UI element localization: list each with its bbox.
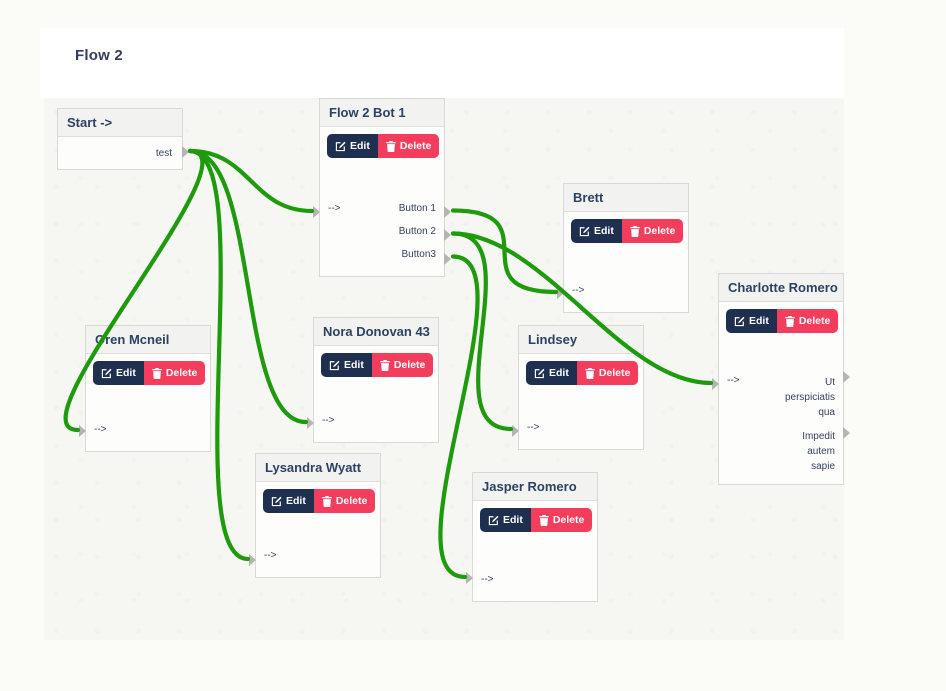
node-jasper-title[interactable]: Jasper Romero bbox=[473, 473, 597, 501]
trash-icon bbox=[539, 514, 549, 526]
trash-icon bbox=[322, 495, 332, 507]
node-actions: Edit Delete bbox=[314, 346, 438, 379]
pencil-square-icon bbox=[534, 368, 545, 379]
edit-button[interactable]: Edit bbox=[480, 508, 531, 532]
node-flow2bot1-title[interactable]: Flow 2 Bot 1 bbox=[320, 99, 444, 127]
trash-icon bbox=[785, 315, 795, 327]
output-label-button1: Button 1 bbox=[398, 203, 436, 214]
input-label: --> bbox=[94, 424, 107, 435]
node-charlotte-title[interactable]: Charlotte Romero bbox=[719, 274, 843, 302]
delete-button[interactable]: Delete bbox=[371, 353, 434, 377]
output-port-test[interactable] bbox=[182, 146, 189, 158]
node-lysandra-title[interactable]: Lysandra Wyatt bbox=[256, 454, 380, 482]
output-port-impedit[interactable] bbox=[843, 427, 850, 439]
edit-button[interactable]: Edit bbox=[526, 361, 577, 385]
trash-icon bbox=[380, 359, 390, 371]
input-port[interactable] bbox=[557, 287, 564, 299]
node-actions: Edit Delete bbox=[519, 354, 643, 387]
pencil-square-icon bbox=[488, 515, 499, 526]
input-port[interactable] bbox=[79, 425, 86, 437]
delete-button[interactable]: Delete bbox=[621, 219, 684, 243]
pencil-square-icon bbox=[734, 316, 745, 327]
edit-button[interactable]: Edit bbox=[327, 134, 378, 158]
output-port-button1[interactable] bbox=[444, 206, 451, 218]
node-actions: Edit Delete bbox=[564, 212, 688, 245]
input-port[interactable] bbox=[307, 417, 314, 429]
output-port-button3[interactable] bbox=[444, 253, 451, 265]
node-charlotte-romero[interactable]: Charlotte Romero Edit Delete --> Ut pers… bbox=[712, 273, 850, 485]
node-actions: Edit Delete bbox=[320, 127, 444, 160]
page-title: Flow 2 bbox=[75, 47, 123, 64]
node-actions: Edit Delete bbox=[473, 501, 597, 534]
pencil-square-icon bbox=[335, 141, 346, 152]
output-label-ut-perspiciatis: Ut perspiciatis qua bbox=[784, 377, 835, 418]
node-start-title[interactable]: Start -> bbox=[58, 109, 182, 137]
trash-icon bbox=[386, 140, 396, 152]
node-jasper-romero[interactable]: Jasper Romero Edit Delete --> bbox=[466, 472, 598, 602]
delete-button[interactable]: Delete bbox=[313, 489, 376, 513]
delete-button[interactable]: Delete bbox=[530, 508, 593, 532]
pencil-square-icon bbox=[101, 368, 112, 379]
input-label: --> bbox=[527, 422, 540, 433]
node-actions: Edit Delete bbox=[256, 482, 380, 515]
pencil-square-icon bbox=[579, 226, 590, 237]
edit-button[interactable]: Edit bbox=[93, 361, 144, 385]
input-port[interactable] bbox=[249, 554, 256, 566]
input-label: --> bbox=[264, 550, 277, 561]
edit-button[interactable]: Edit bbox=[263, 489, 314, 513]
node-actions: Edit Delete bbox=[86, 354, 210, 387]
node-flow2bot1[interactable]: Flow 2 Bot 1 Edit Delete --> Button 1 Bu… bbox=[313, 98, 451, 277]
input-port[interactable] bbox=[313, 206, 320, 218]
input-label: --> bbox=[481, 574, 494, 585]
input-label: --> bbox=[727, 375, 740, 386]
output-label-impedit-autem: Impedit autem sapie bbox=[802, 431, 835, 472]
delete-button[interactable]: Delete bbox=[776, 309, 839, 333]
input-port[interactable] bbox=[512, 425, 519, 437]
input-label: --> bbox=[322, 415, 335, 426]
edit-button[interactable]: Edit bbox=[571, 219, 622, 243]
input-port[interactable] bbox=[712, 378, 719, 390]
input-port[interactable] bbox=[466, 572, 473, 584]
pencil-square-icon bbox=[329, 360, 340, 371]
flow-header-bar: Flow 2 bbox=[40, 28, 844, 98]
node-nora-donovan[interactable]: Nora Donovan 43 Edit Delete --> bbox=[307, 317, 439, 443]
output-label-button2: Button 2 bbox=[398, 226, 436, 237]
input-label: --> bbox=[328, 203, 341, 214]
node-lindsey[interactable]: Lindsey Edit Delete --> bbox=[512, 325, 644, 450]
delete-button[interactable]: Delete bbox=[377, 134, 440, 158]
input-label: --> bbox=[572, 285, 585, 296]
output-port-ut[interactable] bbox=[843, 371, 850, 383]
delete-button[interactable]: Delete bbox=[576, 361, 639, 385]
output-port-button2[interactable] bbox=[444, 229, 451, 241]
edit-button[interactable]: Edit bbox=[321, 353, 372, 377]
node-oren-title[interactable]: Oren Mcneil bbox=[86, 326, 210, 354]
node-oren-mcneil[interactable]: Oren Mcneil Edit Delete --> bbox=[79, 325, 211, 452]
trash-icon bbox=[152, 367, 162, 379]
node-actions: Edit Delete bbox=[719, 302, 843, 335]
trash-icon bbox=[630, 225, 640, 237]
node-brett[interactable]: Brett Edit Delete --> bbox=[557, 183, 689, 313]
output-label-button3: Button3 bbox=[401, 249, 436, 260]
trash-icon bbox=[585, 367, 595, 379]
node-start[interactable]: Start -> test bbox=[57, 108, 189, 170]
node-nora-title[interactable]: Nora Donovan 43 bbox=[314, 318, 438, 346]
delete-button[interactable]: Delete bbox=[143, 361, 206, 385]
node-lindsey-title[interactable]: Lindsey bbox=[519, 326, 643, 354]
node-start-output-label: test bbox=[155, 147, 172, 159]
node-lysandra-wyatt[interactable]: Lysandra Wyatt Edit Delete --> bbox=[249, 453, 381, 578]
node-brett-title[interactable]: Brett bbox=[564, 184, 688, 212]
pencil-square-icon bbox=[271, 496, 282, 507]
edit-button[interactable]: Edit bbox=[726, 309, 777, 333]
